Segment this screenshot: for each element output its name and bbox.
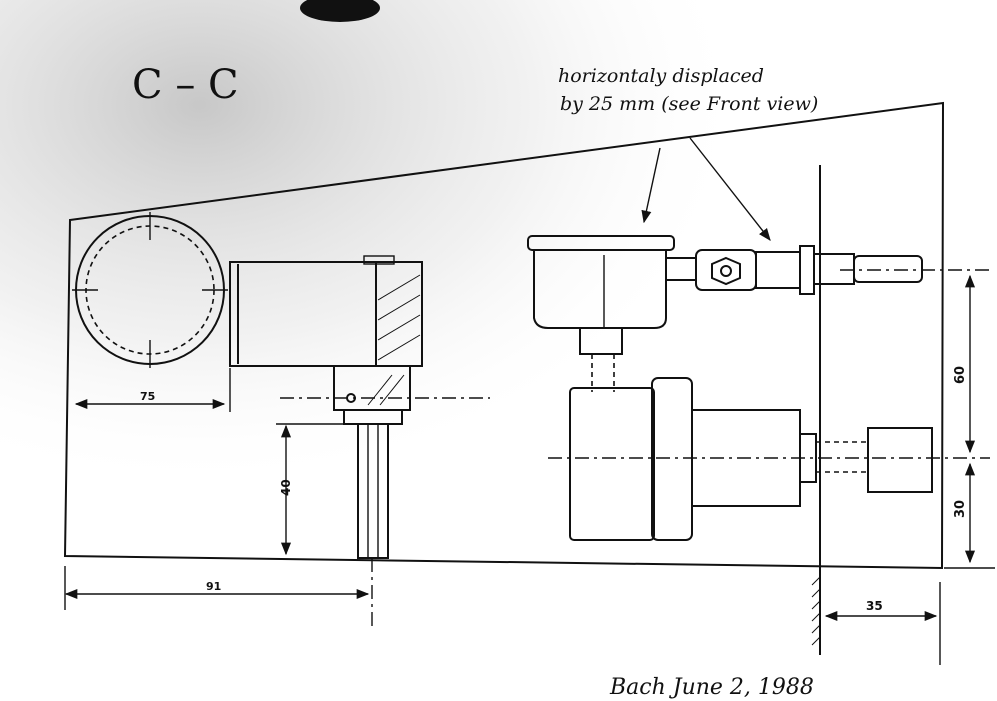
section-label: C – C: [132, 62, 239, 108]
note-line-2: by 25 mm (see Front view): [560, 93, 818, 115]
wheel: [72, 212, 228, 368]
dim-circle-width: 75: [140, 390, 155, 403]
motor-block: [229, 255, 423, 559]
dark-blot: [300, 0, 380, 22]
lower-motor: [569, 377, 933, 541]
note-arrow-1: [641, 147, 661, 224]
gauge-cup: [527, 235, 675, 392]
signature: Bach June 2, 1988: [609, 675, 814, 700]
dim-shaft-height: 40: [279, 479, 293, 496]
dim-lower-height: 30: [953, 500, 968, 518]
dim-wall-offset: 35: [866, 599, 883, 613]
note-line-1: horizontaly displaced: [558, 65, 764, 87]
dim-upper-height: 60: [953, 366, 968, 384]
dim-shaft-offset: 91: [206, 580, 221, 593]
housing-outline: [63, 101, 945, 570]
note-arrow-2: [689, 137, 771, 241]
valve-assembly: [665, 245, 923, 295]
wall-hatching: [811, 576, 821, 646]
